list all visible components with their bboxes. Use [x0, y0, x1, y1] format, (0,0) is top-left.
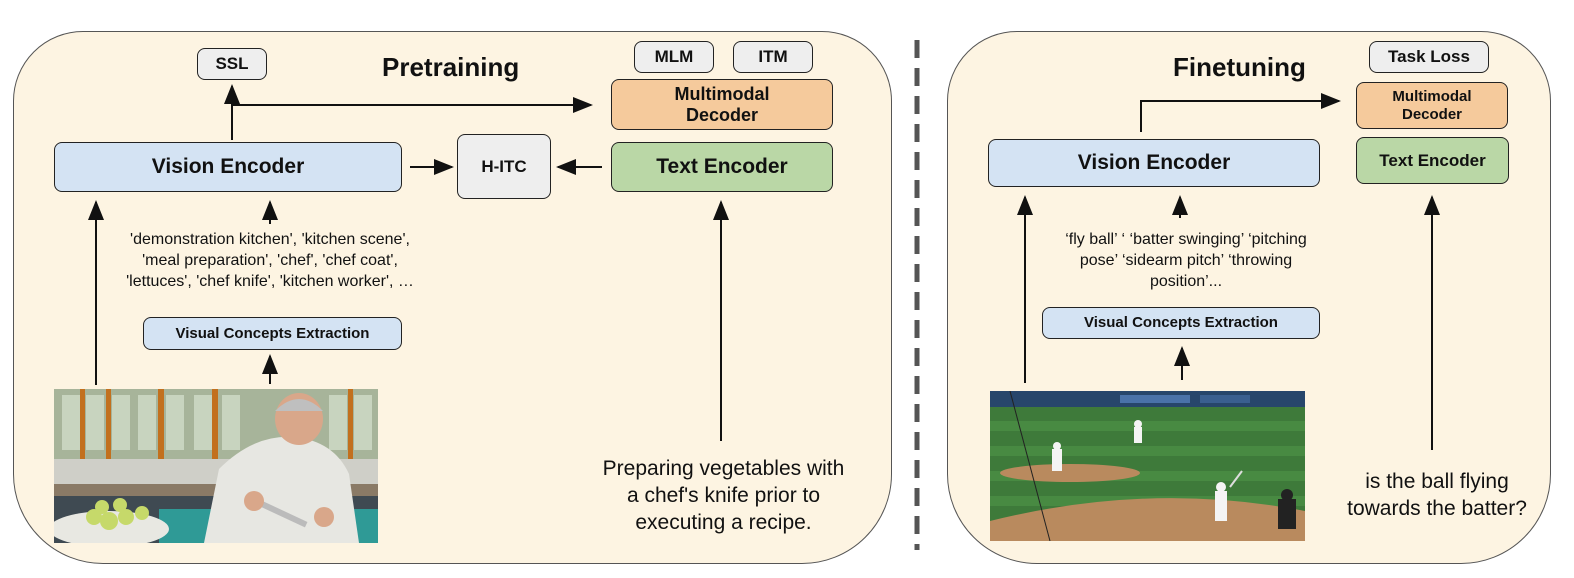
concepts-line: 'lettuces', 'chef knife', 'kitchen worke… [126, 273, 414, 290]
mlm-box: MLM [634, 41, 714, 73]
section-divider [914, 40, 920, 550]
multimodal-decoder-box: Multimodal Decoder [611, 79, 833, 130]
text-encoder-box: Text Encoder [611, 142, 833, 192]
finetuning-title: Finetuning [1173, 52, 1306, 82]
itm-box: ITM [733, 41, 813, 73]
arrow-ft-vision-to-decoder [1140, 93, 1341, 132]
ft-vision-encoder-box: Vision Encoder [988, 139, 1320, 187]
ft-visual-concepts-extraction-box: Visual Concepts Extraction [1042, 307, 1320, 339]
concepts-line: position’... [1149, 273, 1223, 290]
ft-text-encoder-box: Text Encoder [1356, 137, 1509, 184]
concepts-line: pose’ ‘sidearm pitch’ ‘throwing [1079, 252, 1293, 269]
visual-concepts-text: 'demonstration kitchen', 'kitchen scene'… [80, 229, 460, 292]
question-text: is the ball flying towards the batter? [1347, 470, 1527, 520]
caption-text: Preparing vegetables with a chef's knife… [602, 457, 845, 534]
vision-encoder-box: Vision Encoder [54, 142, 402, 192]
concepts-line: 'demonstration kitchen', 'kitchen scene'… [130, 231, 410, 248]
hitc-box: H-ITC [457, 134, 551, 199]
kitchen-photo [54, 389, 378, 543]
baseball-photo [990, 391, 1305, 541]
pretraining-title: Pretraining [382, 52, 520, 82]
ft-visual-concepts-text: ‘fly ball’ ‘ ‘batter swinging’ ‘pitching… [1040, 229, 1332, 292]
visual-concepts-extraction-box: Visual Concepts Extraction [143, 317, 402, 350]
concepts-line: ‘fly ball’ ‘ ‘batter swinging’ ‘pitching [1065, 231, 1307, 248]
ft-multimodal-decoder-box: Multimodal Decoder [1356, 82, 1508, 129]
ssl-box: SSL [197, 48, 267, 80]
concepts-line: 'meal preparation', 'chef', 'chef coat', [142, 252, 398, 269]
task-loss-box: Task Loss [1369, 41, 1489, 73]
